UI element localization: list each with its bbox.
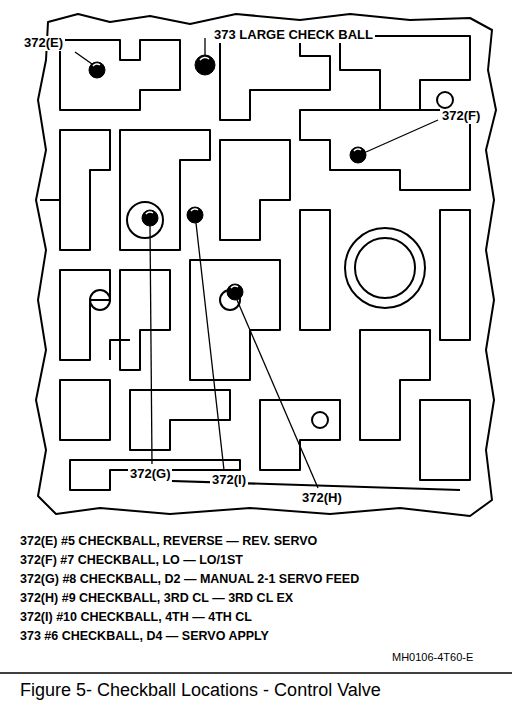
- legend-row: 373 #6 CHECKBALL, D4 — SERVO APPLY: [20, 629, 269, 643]
- callout-number: 372(I): [210, 473, 248, 488]
- legend-row: 372(E) #5 CHECKBALL, REVERSE — REV. SERV…: [20, 534, 317, 548]
- figure-caption: Figure 5- Checkball Locations - Control …: [20, 680, 381, 701]
- legend-row: 372(F) #7 CHECKBALL, LO — LO/1ST: [20, 553, 243, 567]
- figure-code: MH0106-4T60-E: [392, 651, 473, 664]
- callout-number: 372(G): [128, 467, 172, 482]
- callout-number: 372(H): [300, 491, 344, 506]
- callout-number: 372(F): [440, 109, 482, 124]
- legend-row: 372(H) #9 CHECKBALL, 3RD CL — 3RD CL EX: [20, 591, 293, 605]
- legend-row: 372(G) #8 CHECKBALL, D2 — MANUAL 2-1 SER…: [20, 572, 359, 586]
- callout-number: 373 LARGE CHECK BALL: [212, 28, 375, 43]
- legend-row: 372(I) #10 CHECKBALL, 4TH — 4TH CL: [20, 610, 252, 624]
- callout-number: 372(E): [22, 36, 65, 51]
